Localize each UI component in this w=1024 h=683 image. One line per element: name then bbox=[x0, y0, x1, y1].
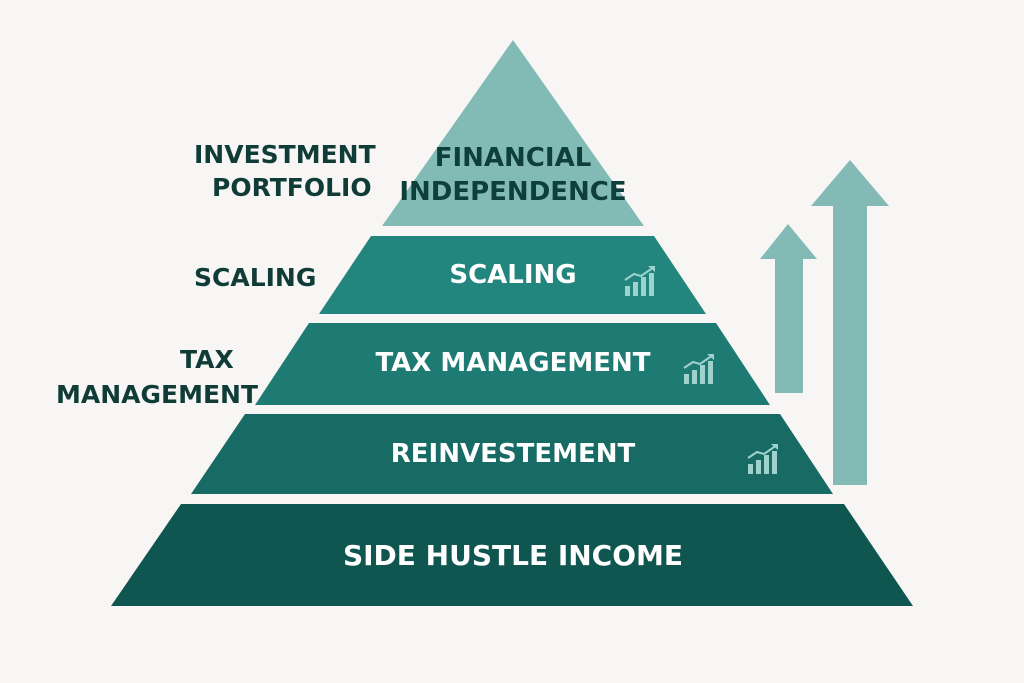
up-arrow-icon bbox=[760, 224, 817, 393]
tier-label: SCALING bbox=[449, 260, 576, 290]
growth-chart-icon bbox=[683, 354, 714, 384]
tier-scaling: SCALING bbox=[319, 236, 706, 314]
side-label-scaling: SCALING bbox=[194, 263, 316, 292]
side-label-line2: PORTFOLIO bbox=[212, 173, 372, 202]
side-label-line1: TAX bbox=[180, 345, 234, 374]
growth-chart-icon bbox=[624, 266, 655, 296]
growth-arrows bbox=[760, 160, 889, 485]
tier-financial-independence: FINANCIAL INDEPENDENCE bbox=[382, 40, 644, 226]
tier-label: TAX MANAGEMENT bbox=[375, 348, 650, 378]
tier-label-line2: INDEPENDENCE bbox=[399, 177, 626, 207]
growth-chart-icon bbox=[747, 444, 778, 474]
tier-label-line1: FINANCIAL bbox=[435, 143, 592, 173]
tier-label: REINVESTEMENT bbox=[391, 439, 636, 469]
side-label-investment-portfolio: INVESTMENT PORTFOLIO bbox=[194, 140, 376, 202]
tier-tax-management: TAX MANAGEMENT bbox=[255, 323, 770, 405]
tier-side-hustle-income: SIDE HUSTLE INCOME bbox=[111, 504, 913, 606]
up-arrow-icon bbox=[811, 160, 889, 485]
side-label-tax-management: TAX MANAGEMENT bbox=[56, 345, 258, 409]
side-label-line1: INVESTMENT bbox=[194, 140, 376, 169]
tier-label: SIDE HUSTLE INCOME bbox=[343, 539, 683, 572]
side-label-line2: MANAGEMENT bbox=[56, 380, 258, 409]
tier-reinvestment: REINVESTEMENT bbox=[191, 414, 833, 494]
